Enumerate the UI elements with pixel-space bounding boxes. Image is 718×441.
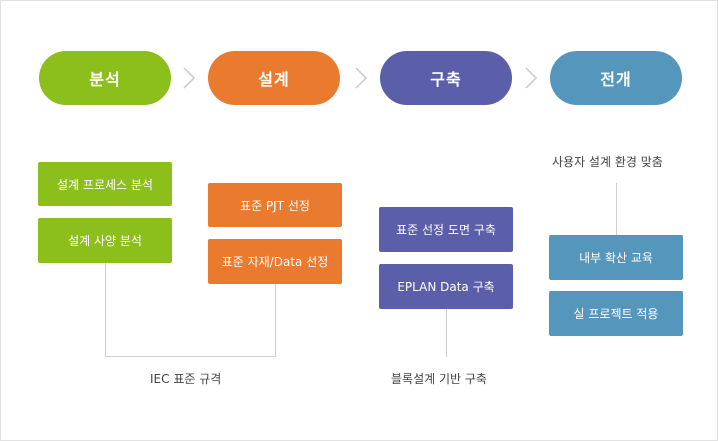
stage-deploy: 전개	[550, 51, 682, 105]
chevron-right-icon	[355, 67, 368, 89]
design-item-material: 표준 자재/Data 선정	[208, 239, 342, 284]
build-item-drawing: 표준 선정 도면 구축	[379, 207, 513, 252]
deploy-item-project: 실 프로젝트 적용	[549, 291, 683, 336]
analysis-item-spec: 설계 사양 분석	[38, 218, 172, 263]
analysis-item-process: 설계 프로세스 분석	[38, 162, 172, 206]
build-item-eplan: EPLAN Data 구축	[379, 264, 513, 309]
note-user-environment: 사용자 설계 환경 맞춤	[552, 155, 663, 169]
connector-line	[275, 284, 276, 357]
chevron-right-icon	[183, 67, 196, 89]
connector-line	[105, 356, 276, 357]
connector-line	[616, 183, 617, 235]
deploy-item-education: 내부 확산 교육	[549, 235, 683, 280]
note-block-design: 블록설계 기반 구축	[391, 372, 487, 386]
connector-line	[105, 263, 106, 356]
design-item-pjt: 표준 PJT 선정	[208, 183, 342, 227]
chevron-right-icon	[525, 67, 538, 89]
note-iec-standard: IEC 표준 규격	[150, 372, 222, 386]
stage-analysis: 분석	[39, 51, 171, 105]
stage-design: 설계	[208, 51, 340, 105]
connector-line	[446, 309, 447, 357]
stage-build: 구축	[380, 51, 512, 105]
